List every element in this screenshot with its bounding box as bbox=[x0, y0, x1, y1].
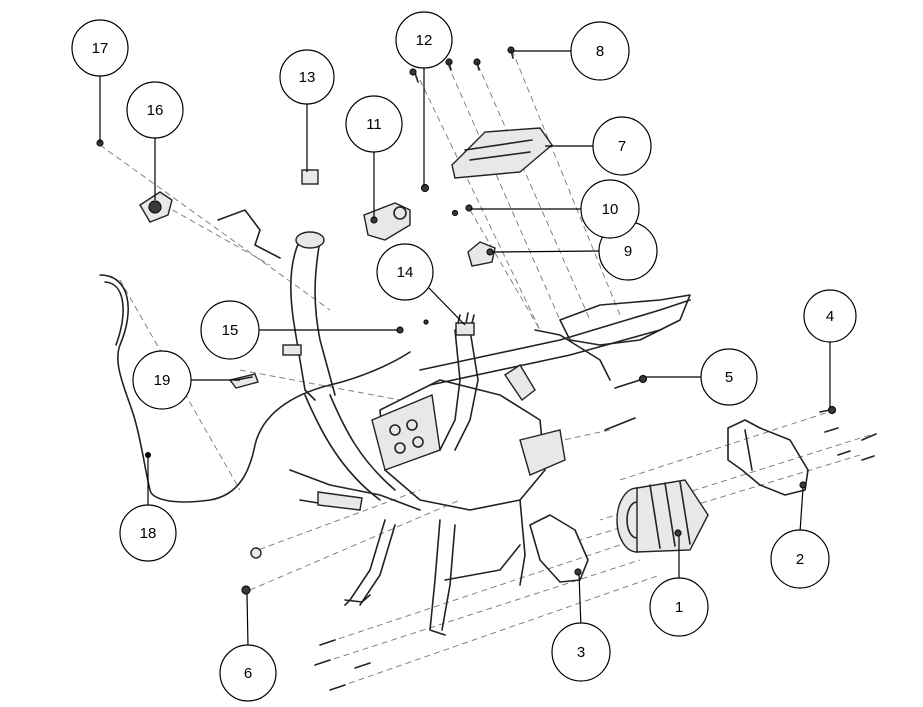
callout-6-label: 6 bbox=[244, 665, 252, 682]
part-7-cover bbox=[451, 127, 553, 179]
callout-17-label: 17 bbox=[92, 40, 109, 57]
callout-12-label: 12 bbox=[416, 32, 433, 49]
callout-18-label: 18 bbox=[140, 525, 157, 542]
callout-18: 18 bbox=[119, 504, 177, 562]
callout-19: 19 bbox=[132, 350, 192, 410]
callout-5: 5 bbox=[700, 348, 758, 406]
callout-13-label: 13 bbox=[299, 69, 316, 86]
leader-lines bbox=[99, 50, 831, 647]
part-19-clip bbox=[228, 373, 259, 389]
callout-10-label: 10 bbox=[602, 201, 619, 218]
part-13-clip bbox=[217, 169, 319, 259]
callout-2: 2 bbox=[770, 529, 830, 589]
callout-16: 16 bbox=[126, 81, 184, 139]
callout-14: 14 bbox=[376, 243, 434, 301]
callout-7: 7 bbox=[592, 116, 652, 176]
callout-7-label: 7 bbox=[618, 138, 626, 155]
callout-15-label: 15 bbox=[222, 322, 239, 339]
callout-9-label: 9 bbox=[624, 243, 632, 260]
callout-3: 3 bbox=[551, 622, 611, 682]
callout-4-label: 4 bbox=[826, 308, 834, 325]
callout-1: 1 bbox=[649, 577, 709, 637]
callout-17: 17 bbox=[71, 19, 129, 77]
part-11-switch bbox=[363, 202, 411, 241]
callout-6: 6 bbox=[219, 644, 277, 702]
part-6-nuts-bolts bbox=[241, 547, 371, 691]
callout-1-label: 1 bbox=[675, 599, 683, 616]
part-4-bolts bbox=[819, 405, 877, 461]
callout-16-label: 16 bbox=[147, 102, 164, 119]
callout-13: 13 bbox=[279, 49, 335, 105]
callout-5-label: 5 bbox=[725, 369, 733, 386]
part-14-connector bbox=[455, 312, 475, 336]
kickstand bbox=[344, 499, 526, 636]
part-12-screw bbox=[409, 68, 430, 193]
callout-15: 15 bbox=[200, 300, 260, 360]
part-1-motor bbox=[616, 479, 709, 553]
callout-8: 8 bbox=[570, 21, 630, 81]
part-15-fastener bbox=[282, 319, 429, 356]
callout-19-label: 19 bbox=[154, 372, 171, 389]
callout-11: 11 bbox=[345, 95, 403, 153]
part-2-end-cover bbox=[727, 419, 809, 496]
part-5-bolts bbox=[604, 374, 648, 431]
callout-2-label: 2 bbox=[796, 551, 804, 568]
part-10-screws bbox=[451, 204, 473, 217]
part-16-bracket bbox=[139, 191, 173, 223]
callout-10: 10 bbox=[580, 179, 640, 239]
callout-12: 12 bbox=[395, 11, 453, 69]
callout-11-label: 11 bbox=[366, 116, 382, 133]
callout-8-label: 8 bbox=[596, 43, 604, 60]
part-9-bracket bbox=[467, 241, 496, 267]
callout-14-label: 14 bbox=[397, 264, 414, 281]
callout-4: 4 bbox=[803, 289, 857, 343]
main-frame bbox=[289, 231, 691, 511]
part-3-mount-plate bbox=[529, 514, 589, 583]
callout-3-label: 3 bbox=[577, 644, 585, 661]
part-18-wire-harness bbox=[99, 274, 411, 503]
part-8-screws bbox=[445, 46, 515, 71]
